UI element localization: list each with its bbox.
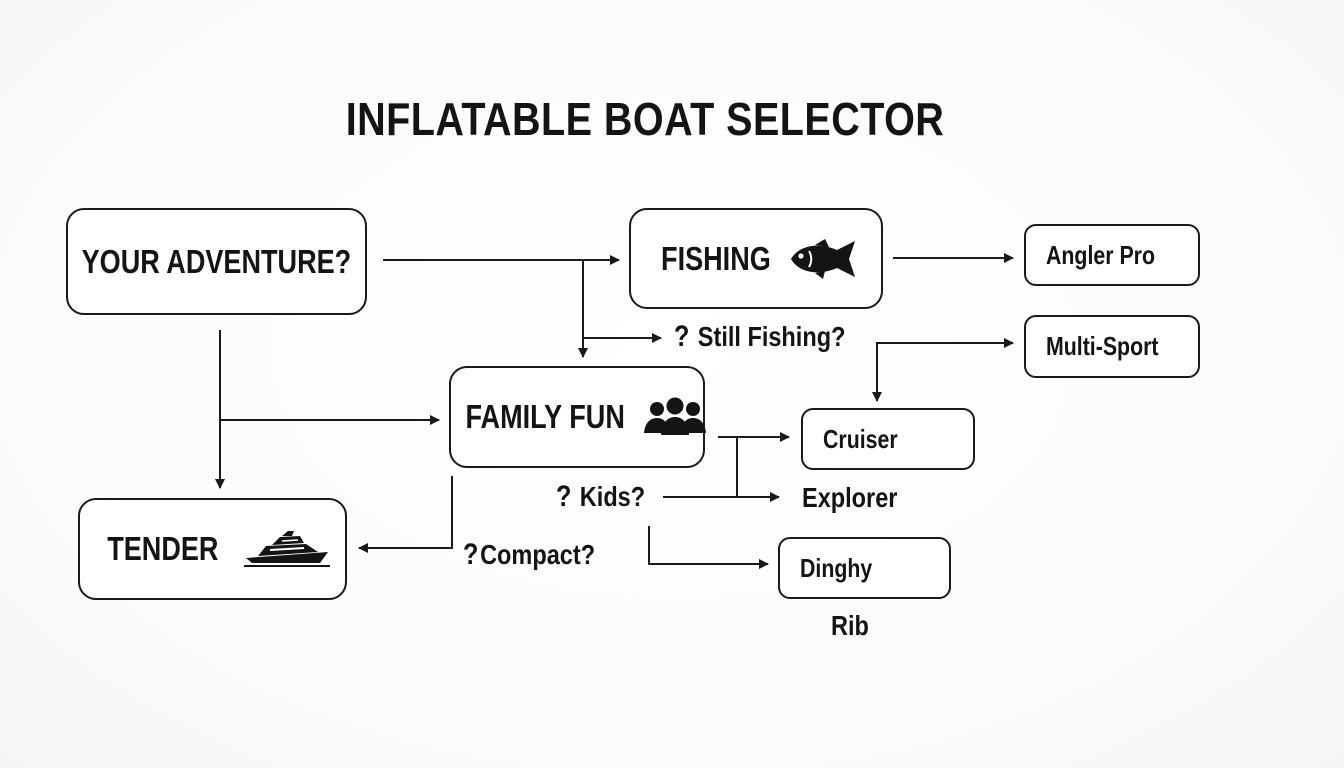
- still-fishing-question: ?Still Fishing?: [674, 320, 845, 354]
- kids-question: ?Kids?: [556, 480, 645, 514]
- edge-family-tender: [358, 476, 453, 553]
- still-fishing-label: Still Fishing?: [697, 321, 846, 352]
- compact-question: ?Compact?: [463, 538, 595, 572]
- edge-dinghy: [648, 526, 769, 569]
- node-multi-sport-label: Multi-Sport: [1046, 331, 1159, 361]
- node-your-adventure: YOUR ADVENTURE?: [66, 208, 367, 315]
- node-your-adventure-label: YOUR ADVENTURE?: [81, 242, 352, 280]
- edge-multisport-cruiser: [872, 342, 1013, 402]
- node-family-fun-label: FAMILY FUN: [465, 398, 625, 435]
- node-fishing-label: FISHING: [661, 239, 771, 277]
- question-mark-icon: ?: [674, 320, 690, 353]
- node-dinghy: Dinghy: [778, 537, 951, 599]
- people-icon: [644, 397, 707, 437]
- node-tender-label: TENDER: [106, 530, 219, 567]
- rib-label: Rib: [831, 610, 869, 641]
- question-mark-icon: ?: [556, 480, 572, 513]
- question-mark-icon: ?: [463, 538, 479, 571]
- explorer-label: Explorer: [802, 482, 898, 513]
- node-angler-pro: Angler Pro: [1024, 224, 1200, 286]
- yacht-icon: [244, 530, 331, 568]
- fish-icon: [785, 237, 863, 281]
- node-cruiser-label: Cruiser: [823, 423, 898, 454]
- kids-label: Kids?: [579, 481, 646, 512]
- node-cruiser: Cruiser: [801, 408, 975, 470]
- node-family-fun: FAMILY FUN: [449, 366, 707, 468]
- node-tender: TENDER: [78, 498, 347, 600]
- node-fishing: FISHING: [629, 208, 883, 309]
- diagram-title: INFLATABLE BOAT SELECTOR: [345, 93, 945, 145]
- node-angler-pro-label: Angler Pro: [1046, 239, 1155, 270]
- node-multi-sport: Multi-Sport: [1024, 315, 1200, 378]
- node-dinghy-label: Dinghy: [800, 552, 873, 583]
- compact-label: Compact?: [480, 539, 596, 570]
